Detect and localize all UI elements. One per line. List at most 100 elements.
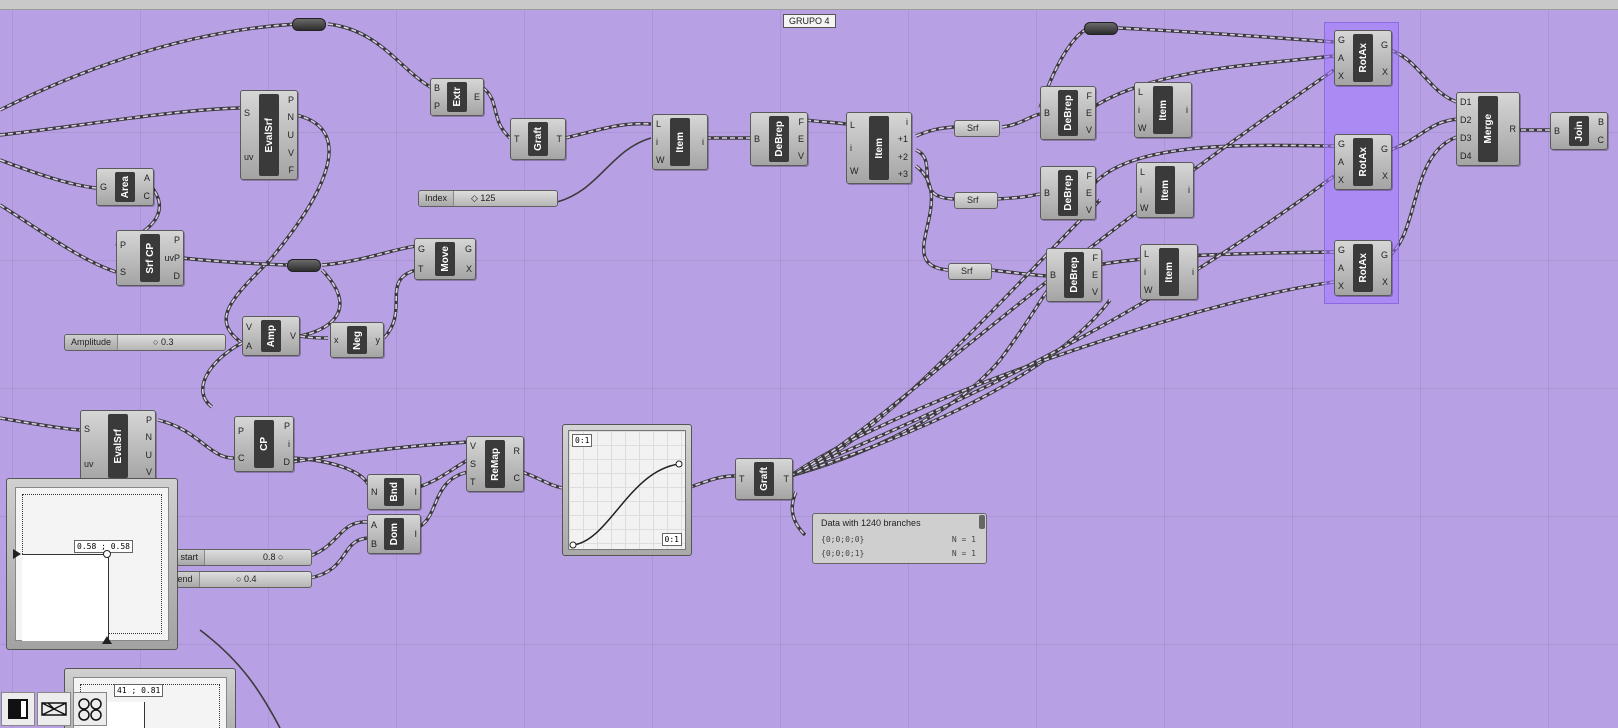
- output-x[interactable]: X: [1381, 170, 1388, 181]
- wire[interactable]: [291, 440, 469, 464]
- input-t[interactable]: T: [514, 134, 520, 144]
- wire[interactable]: [914, 164, 949, 272]
- component-core[interactable]: Item: [869, 116, 889, 180]
- input-n[interactable]: N: [371, 487, 378, 497]
- input-d3[interactable]: D3: [1460, 133, 1472, 143]
- input-b[interactable]: B: [371, 538, 378, 549]
- output-e[interactable]: E: [1091, 269, 1098, 280]
- output-x[interactable]: X: [1381, 66, 1388, 77]
- output-g[interactable]: G: [1380, 249, 1388, 260]
- output-v[interactable]: V: [797, 151, 804, 162]
- component-core[interactable]: RotAx: [1353, 34, 1373, 82]
- output-n[interactable]: N: [287, 112, 295, 123]
- wire[interactable]: [181, 256, 288, 267]
- component-core[interactable]: Bnd: [384, 478, 404, 506]
- component-graft[interactable]: T Graft T: [735, 458, 793, 500]
- wire[interactable]: [989, 268, 1049, 278]
- wire[interactable]: [0, 158, 97, 190]
- output-i[interactable]: i: [288, 439, 290, 449]
- output-f[interactable]: F: [288, 165, 295, 176]
- output-g[interactable]: G: [464, 244, 472, 254]
- component-core[interactable]: DeBrep: [1064, 252, 1084, 298]
- output-c[interactable]: C: [1597, 135, 1605, 145]
- wire[interactable]: [321, 244, 417, 267]
- panel-scrollbar[interactable]: [979, 515, 985, 529]
- wire[interactable]: [481, 86, 512, 140]
- component-core[interactable]: Item: [1159, 248, 1179, 296]
- wire[interactable]: [382, 268, 417, 340]
- network-button[interactable]: [73, 692, 107, 726]
- input-w[interactable]: W: [656, 155, 665, 165]
- wire[interactable]: [789, 298, 1112, 478]
- graph-mapper[interactable]: 0:1 0:1: [562, 424, 692, 556]
- wire[interactable]: [789, 280, 1335, 478]
- component-core[interactable]: Extr: [447, 82, 467, 112]
- output-plus3[interactable]: +3: [897, 169, 908, 180]
- input-w[interactable]: W: [850, 166, 859, 177]
- wire[interactable]: [309, 520, 369, 558]
- output-b[interactable]: B: [1597, 117, 1604, 127]
- input-uv[interactable]: uv: [84, 458, 94, 469]
- input-d1[interactable]: D1: [1460, 97, 1472, 107]
- output-e[interactable]: E: [1085, 187, 1092, 198]
- wire[interactable]: [1091, 54, 1335, 110]
- component-core[interactable]: Graft: [528, 122, 548, 156]
- component-bounds[interactable]: N Bnd I: [367, 474, 421, 510]
- component-core[interactable]: Graft: [754, 462, 774, 496]
- output-f[interactable]: F: [798, 116, 805, 127]
- wire[interactable]: [1097, 250, 1335, 267]
- output-plus2[interactable]: +2: [897, 151, 908, 162]
- component-core[interactable]: Dom: [384, 518, 404, 550]
- input-t[interactable]: T: [418, 264, 424, 274]
- component-core[interactable]: Item: [1153, 86, 1173, 134]
- component-core[interactable]: Srf CP: [140, 234, 160, 282]
- input-s[interactable]: S: [120, 266, 127, 277]
- wire[interactable]: [790, 491, 807, 537]
- wire[interactable]: [157, 418, 237, 460]
- slider-value[interactable]: ○ 0.3: [153, 337, 174, 347]
- output-f[interactable]: F: [1086, 170, 1093, 181]
- component-core[interactable]: EvalSrf: [108, 414, 128, 478]
- input-a[interactable]: A: [1338, 53, 1345, 63]
- input-l[interactable]: L: [656, 119, 662, 129]
- output-y[interactable]: y: [375, 335, 381, 345]
- component-core[interactable]: DeBrep: [1058, 170, 1078, 216]
- wire[interactable]: [299, 334, 329, 340]
- wire[interactable]: [415, 458, 469, 490]
- output-e[interactable]: E: [797, 133, 804, 144]
- input-b[interactable]: B: [1044, 108, 1051, 118]
- input-b[interactable]: B: [754, 134, 761, 144]
- output-i[interactable]: i: [906, 116, 908, 127]
- md-slider-area[interactable]: 0.58 ; 0.58: [13, 487, 169, 644]
- input-x[interactable]: X: [1338, 71, 1345, 81]
- component-core[interactable]: Area: [115, 172, 135, 202]
- input-g[interactable]: G: [100, 182, 108, 192]
- input-l[interactable]: L: [1138, 87, 1144, 97]
- input-s[interactable]: S: [84, 423, 91, 434]
- output-t[interactable]: T: [556, 134, 563, 144]
- slider-value[interactable]: ◇ 125: [471, 193, 496, 203]
- input-b[interactable]: B: [1050, 270, 1057, 280]
- wire[interactable]: [291, 456, 370, 485]
- wire[interactable]: [805, 118, 847, 126]
- input-i[interactable]: i: [850, 142, 852, 153]
- group-label[interactable]: GRUPO 4: [783, 14, 836, 28]
- input-x[interactable]: x: [334, 335, 339, 345]
- output-c[interactable]: C: [513, 472, 521, 483]
- input-p[interactable]: P: [238, 425, 245, 436]
- wire[interactable]: [0, 106, 241, 137]
- output-r[interactable]: R: [513, 445, 521, 456]
- output-uvp[interactable]: uvP: [164, 253, 180, 263]
- output-i[interactable]: i: [1188, 185, 1190, 195]
